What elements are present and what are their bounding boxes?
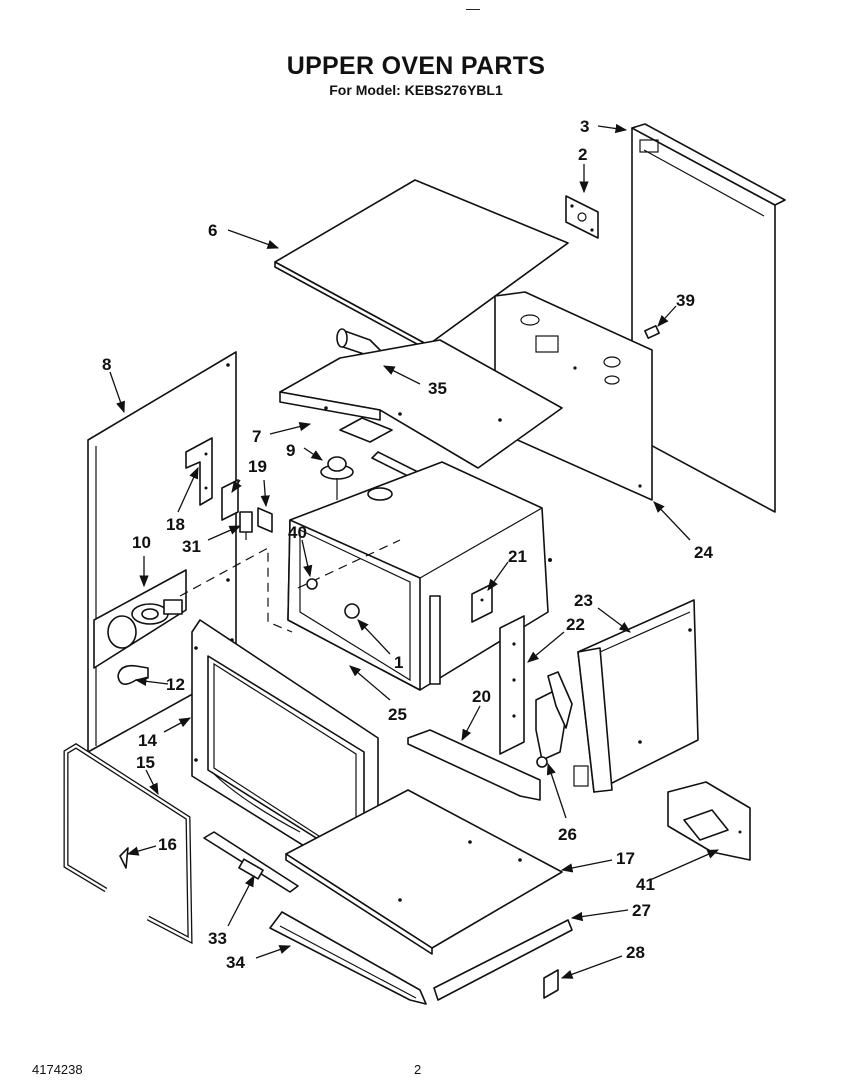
- callout-21: 28: [626, 943, 645, 962]
- callout-14: 14: [138, 731, 157, 750]
- callout-9: 9: [286, 441, 295, 460]
- part-clip: [644, 325, 660, 339]
- callout-40: 40: [288, 523, 307, 542]
- callout-41: 41: [636, 875, 655, 894]
- part-small-fittings: [306, 578, 360, 619]
- callout-22: 20: [472, 687, 491, 706]
- callout-26: 24: [694, 543, 713, 562]
- callout-2: 2: [578, 145, 587, 164]
- callout-23: 21: [508, 547, 527, 566]
- callout-15: 15: [136, 753, 155, 772]
- callout-24: 22: [566, 615, 585, 634]
- part-vent-strip: [203, 831, 299, 893]
- callout-12: 12: [166, 675, 185, 694]
- callout-39: 39: [676, 291, 695, 310]
- part-side-rail: [407, 729, 541, 801]
- part-corner-bracket: [667, 781, 751, 861]
- callout-31: 31: [182, 537, 201, 556]
- model-subtitle: For Model: KEBS276YBL1: [329, 82, 503, 98]
- part-kick-panel: [269, 911, 427, 1005]
- callout-19: 17: [616, 849, 635, 868]
- callout-28: 26: [558, 825, 577, 844]
- part-bottom-panel: [285, 789, 563, 955]
- part-gasket-clip: [119, 847, 129, 869]
- top-mark: —: [466, 0, 480, 16]
- leader-lines: [109, 123, 720, 979]
- part-light-socket: [93, 569, 187, 669]
- callout-1: 1: [394, 653, 403, 672]
- callout-labels: 3 2 6 39 35 8 7 9 19 18 31 10 40 12 14 1…: [102, 117, 713, 972]
- callout-7: 7: [252, 427, 261, 446]
- page-number: 2: [414, 1062, 422, 1077]
- part-mounting-strip: [499, 615, 525, 755]
- part-hinge-bracket: [185, 437, 213, 506]
- document-number: 4174238: [32, 1062, 83, 1077]
- callout-35: 35: [428, 379, 447, 398]
- callout-27: 25: [388, 705, 407, 724]
- callout-3: 3: [580, 117, 589, 136]
- part-door-inner-panel: [573, 599, 699, 793]
- page-title: UPPER OVEN PARTS: [286, 52, 546, 80]
- callout-20: 27: [632, 901, 651, 920]
- callout-16: 16: [158, 835, 177, 854]
- part-door-latch: [535, 671, 573, 768]
- callout-8: 8: [102, 355, 111, 374]
- part-rear-panel: [631, 123, 786, 513]
- part-small-spacer: [543, 969, 559, 999]
- callout-33: 33: [208, 929, 227, 948]
- part-thermostat-knob: [320, 456, 354, 500]
- part-top-cover: [274, 179, 569, 351]
- part-terminal-plate: [471, 583, 493, 623]
- part-sensor: [239, 511, 253, 540]
- callout-18: 19: [248, 457, 267, 476]
- callout-34: 34: [226, 953, 245, 972]
- callout-6: 6: [208, 221, 217, 240]
- callout-17: 18: [166, 515, 185, 534]
- callout-25: 23: [574, 591, 593, 610]
- part-bracket: [565, 195, 599, 239]
- part-light-bulb: [117, 664, 149, 685]
- part-front-rail: [433, 919, 573, 1001]
- part-door-gasket: [63, 743, 193, 945]
- callout-10: 10: [132, 533, 151, 552]
